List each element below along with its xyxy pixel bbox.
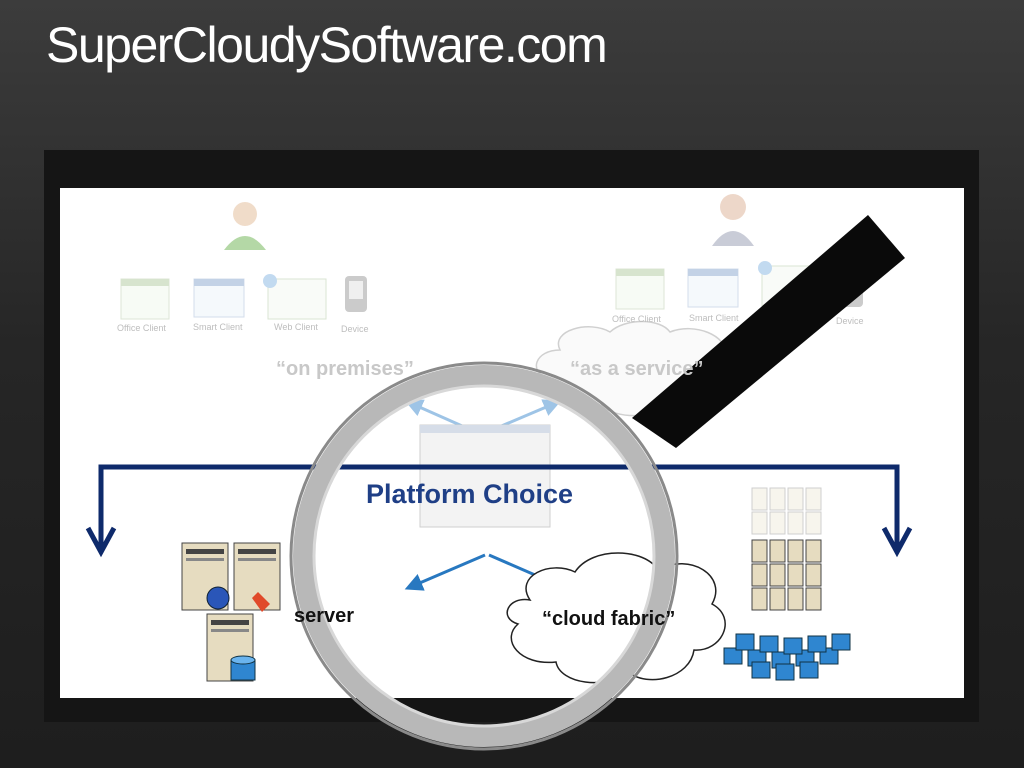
client-label: Office Client <box>117 323 166 333</box>
office-client-icon <box>615 268 665 310</box>
office-client-icon <box>120 278 170 320</box>
platform-choice-heading: Platform Choice <box>366 479 574 509</box>
database-icon <box>230 655 256 681</box>
smart-client-icon <box>193 278 245 318</box>
client-label: Device <box>341 324 369 334</box>
server-farm-icon <box>723 487 851 681</box>
client-label: Web Client <box>274 322 318 332</box>
server-icon <box>181 542 230 611</box>
server-label: server <box>294 605 355 627</box>
client-label: Office Client <box>612 314 661 324</box>
client-label: Device <box>836 316 864 326</box>
platform-bracket <box>98 464 900 548</box>
server-icon <box>233 542 281 612</box>
magnifying-glass-icon <box>289 215 905 751</box>
client-label: Smart Client <box>193 322 243 332</box>
smart-client-icon <box>687 268 739 308</box>
as-a-service-label: “as a service” <box>570 358 704 380</box>
application-window-icon <box>419 424 551 528</box>
on-premises-label: “on premises” <box>276 358 414 380</box>
cloud-fabric-label: “cloud fabric” <box>542 608 676 630</box>
user-icon <box>712 194 754 246</box>
device-icon <box>345 276 367 312</box>
page-title: SuperCloudySoftware.com <box>46 17 608 73</box>
client-label: Smart Client <box>689 313 739 323</box>
user-icon <box>224 202 266 250</box>
web-client-icon <box>263 274 327 320</box>
